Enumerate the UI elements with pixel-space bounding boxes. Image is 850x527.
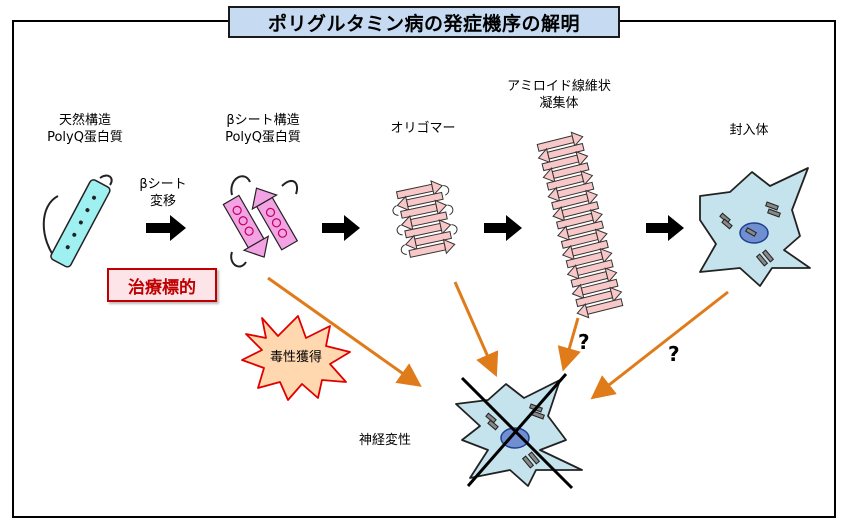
stage-label-inclusion: 封入体: [714, 122, 784, 139]
inclusion-body-cell-icon: [699, 167, 811, 287]
stage-label-beta: βシート構造 PolyQ蛋白質: [208, 112, 318, 146]
transition-label-line1: βシート: [139, 177, 187, 192]
transition-label: βシート 変移: [128, 176, 198, 210]
toxicity-burst-icon: 毒性獲得: [241, 315, 351, 401]
stage-label-native-line2: PolyQ蛋白質: [47, 130, 123, 145]
stage-label-beta-line2: PolyQ蛋白質: [225, 130, 301, 145]
transition-label-line2: 変移: [149, 194, 176, 209]
cross-line-2: [466, 373, 568, 487]
toxicity-burst-label: 毒性獲得: [270, 349, 322, 365]
neurodegeneration-label: 神経変性: [340, 432, 430, 449]
amyloid-fibril-icon: [535, 129, 625, 321]
native-protein-icon: [42, 174, 113, 268]
stage-label-amyloid: アミロイド線維状 凝集体: [494, 78, 624, 112]
progression-arrows: [146, 215, 684, 241]
stage-label-native: 天然構造 PolyQ蛋白質: [30, 112, 140, 146]
diagram-title: ポリグルタミン病の発症機序の解明: [228, 6, 620, 38]
stage-label-oligomer: オリゴマー: [368, 120, 478, 137]
stage-label-native-line1: 天然構造: [58, 113, 111, 128]
stage-label-inclusion-line1: 封入体: [729, 123, 769, 138]
stage-label-beta-line1: βシート構造: [226, 113, 300, 128]
beta-sheet-protein-icon: [222, 175, 299, 268]
stage-label-oligomer-line1: オリゴマー: [390, 121, 456, 136]
stage-label-amyloid-line2: 凝集体: [539, 96, 579, 111]
toxicity-arrows: [267, 276, 729, 400]
question-mark-amyloid: ?: [578, 330, 590, 354]
arrow-native-to-beta: [146, 215, 186, 241]
cross-line-1: [460, 376, 574, 490]
arrow-beta-to-neuron: [267, 276, 422, 387]
arrow-oligomer-to-neuron: [453, 281, 499, 377]
arrow-amyloid-to-neuron: [557, 317, 581, 372]
arrow-beta-to-oligomer: [322, 215, 360, 241]
arrow-oligomer-to-amyloid: [484, 215, 522, 241]
degenerating-neuron-icon: [455, 373, 583, 490]
question-mark-inclusion: ?: [668, 342, 680, 366]
therapeutic-target-badge: 治療標的: [107, 268, 217, 302]
oligomer-icon: [392, 178, 458, 262]
arrow-inclusion-to-neuron: [590, 290, 729, 400]
stage-label-amyloid-line1: アミロイド線維状: [507, 79, 611, 94]
arrow-amyloid-to-inclusion: [646, 215, 684, 241]
neurodegeneration-label-text: 神経変性: [358, 433, 411, 448]
